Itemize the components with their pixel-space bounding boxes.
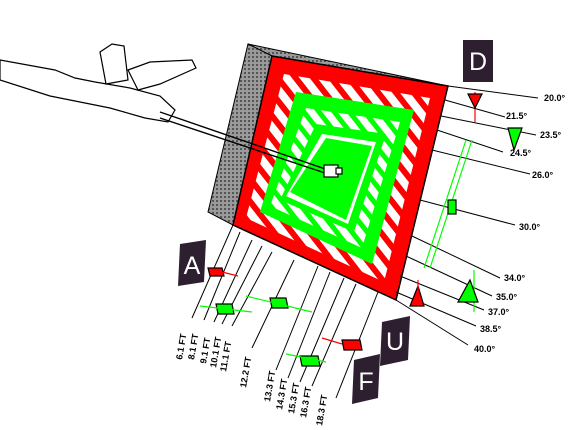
angle-label: 30.0°: [519, 222, 541, 232]
angle-label: 24.5°: [510, 148, 532, 158]
marker-d-label: D: [469, 48, 487, 76]
marker-d: D: [463, 40, 493, 82]
green-on-course-marker: [447, 199, 457, 215]
distance-label: 6.1 FT: [174, 333, 188, 361]
angle-label: 38.5°: [480, 324, 502, 334]
marker-u-label: U: [386, 328, 404, 356]
red-distance-marker-far: [341, 339, 363, 351]
green-distance-marker-3: [299, 355, 321, 367]
angle-label: 20.0°: [544, 93, 566, 103]
red-distance-marker-near: [207, 267, 225, 277]
marker-a: A: [178, 240, 206, 286]
angle-label: 40.0°: [474, 344, 496, 354]
distance-scale: 6.1 FT 8.1 FT 9.1 FT 10.1 FT 11.1 FT 12.…: [174, 333, 329, 427]
angle-label: 21.5°: [506, 111, 528, 121]
aircraft-probe: [0, 43, 343, 178]
distance-label: 12.2 FT: [238, 356, 253, 389]
red-triangle-down-icon: [467, 93, 483, 110]
angle-label: 37.0°: [488, 307, 510, 317]
glideslope-indicators: [409, 92, 523, 312]
marker-f-label: F: [358, 368, 373, 396]
marker-u: U: [380, 316, 410, 366]
angle-label: 26.0°: [532, 170, 554, 180]
distance-label: 16.3 FT: [298, 386, 313, 419]
distance-label: 9.1 FT: [198, 337, 212, 365]
marker-f: F: [352, 354, 380, 404]
green-triangle-down-icon: [507, 127, 523, 152]
marker-a-label: A: [184, 252, 201, 280]
angle-label: 23.5°: [540, 130, 562, 140]
gray-bezel: [207, 43, 449, 226]
green-triangle-up-icon: [456, 278, 479, 303]
angle-scale: 20.0° 21.5° 23.5° 24.5° 26.0° 30.0° 34.0…: [474, 93, 566, 354]
marker-d-bg: [463, 40, 493, 82]
distance-label: 18.3 FT: [314, 394, 329, 427]
angle-label: 35.0°: [496, 292, 518, 302]
distance-label: 8.1 FT: [186, 333, 200, 361]
target-frame: [233, 56, 448, 300]
distance-indicators: [199, 267, 363, 367]
red-triangle-up-icon: [409, 284, 425, 307]
angle-label: 34.0°: [504, 273, 526, 283]
